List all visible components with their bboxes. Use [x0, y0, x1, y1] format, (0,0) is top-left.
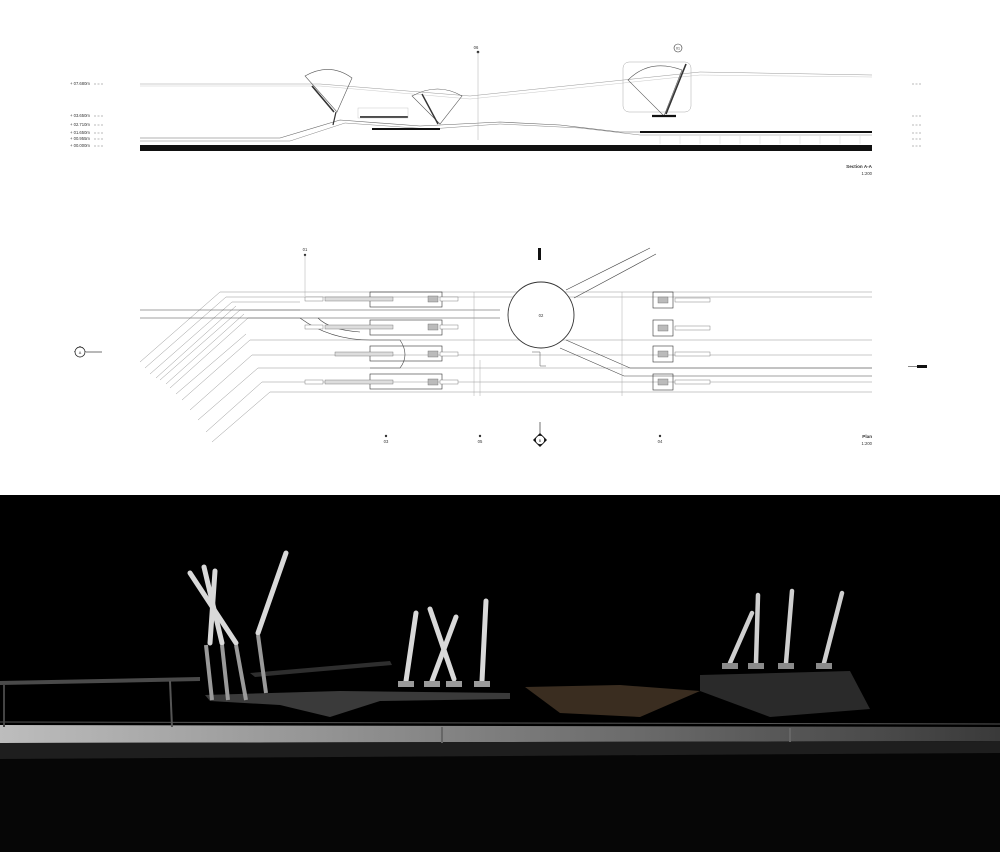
level-label: + 00.000m [70, 143, 90, 148]
plan-tag-05: 05 [478, 439, 483, 444]
model-photo [0, 495, 1000, 852]
plan-tag-03: 03 [384, 439, 389, 444]
level-label: + 00.955m [70, 136, 90, 141]
upper-box [357, 107, 409, 119]
plan-drawing: 02 [74, 247, 927, 447]
model-left-post [169, 680, 173, 728]
drawing-svg: + 07.680m + 03.650m + 02.710m + 01.650m … [70, 43, 927, 447]
plan-platforms-right [652, 291, 674, 391]
model-mast-feet-right [722, 663, 832, 669]
model-base-edge [0, 741, 1000, 759]
plan-arm-upper [565, 247, 657, 299]
plan-walkway-main [140, 309, 500, 319]
deck-line [140, 119, 872, 139]
svg-text:A: A [79, 351, 82, 355]
plan-scale: 1:200 [862, 441, 873, 446]
model-left-walkway [0, 677, 200, 685]
plan-tag-02: 02 [539, 313, 544, 318]
model-rail [0, 721, 1000, 725]
model-mast-feet-middle [398, 681, 490, 687]
section-mark-b: B [533, 422, 547, 447]
marker-01-label: 01 [676, 47, 680, 51]
plan-title: Plan [862, 434, 872, 439]
plan-cut-lines [473, 292, 623, 396]
plan-walkway-loop [299, 317, 406, 369]
drawing-sheet: + 07.680m + 03.650m + 02.710m + 01.650m … [70, 43, 927, 447]
level-label: + 01.650m [70, 130, 90, 135]
roof-profile-inner [140, 74, 873, 100]
deck-hatch [659, 136, 861, 144]
plan-tag-01: 01 [303, 247, 308, 252]
model-masts-right [727, 588, 845, 666]
plan-arm-lower [559, 339, 872, 377]
model-upper-deck [250, 661, 392, 677]
section-drawing: + 07.680m + 03.650m + 02.710m + 01.650m … [70, 43, 922, 176]
model-mast-legs-left [204, 634, 268, 701]
section-title: Section A-A [846, 164, 873, 169]
canopy-mast-3 [665, 63, 687, 115]
ground-slab [140, 145, 872, 151]
canopy-mast-1b [332, 111, 337, 126]
canopy-highlight-box [622, 61, 692, 113]
model-right-deck [700, 671, 870, 717]
level-label: + 02.710m [70, 122, 90, 127]
deck-line-2 [140, 122, 872, 142]
model-base-top [0, 725, 1000, 743]
canopy-fan-3 [627, 65, 683, 117]
plan-top-mark [538, 248, 541, 260]
plan-central-plaza [507, 281, 575, 349]
canopy-mast-1 [311, 85, 335, 113]
level-ticks-right [912, 83, 922, 147]
canopy-fan-1 [304, 69, 353, 113]
plan-track-lines-left [139, 291, 872, 443]
section-scale: 1:200 [862, 171, 873, 176]
plan-platforms-left [369, 291, 443, 390]
svg-text:B: B [539, 439, 542, 443]
level-label: + 07.680m [70, 81, 90, 86]
level-label: + 03.650m [70, 113, 90, 118]
plan-tag-04: 04 [658, 439, 663, 444]
model-photo-svg [0, 550, 1000, 852]
model-central-deck [205, 691, 510, 717]
model-mid-deck [525, 685, 700, 717]
plan-tag-04-dot [658, 434, 662, 438]
section-mark-a: A [74, 346, 102, 358]
marker-01-circle [673, 43, 683, 53]
section-mark-right [917, 365, 927, 368]
model-masts-middle [403, 598, 489, 684]
canopy-fan-2 [411, 88, 463, 125]
plan-platform-hatch-left [304, 295, 459, 386]
marker-06-label: 06 [474, 45, 479, 50]
level-ticks-left [94, 83, 104, 147]
plan-tag-05-dot [478, 434, 482, 438]
canopy-mast-2 [421, 93, 439, 125]
plan-stair [532, 351, 546, 367]
roof-profile [140, 71, 873, 97]
model-masts-left [187, 550, 289, 646]
plan-platform-hatch-right [657, 296, 711, 386]
model-posts [441, 727, 791, 743]
plan-tag-03-dot [384, 434, 388, 438]
